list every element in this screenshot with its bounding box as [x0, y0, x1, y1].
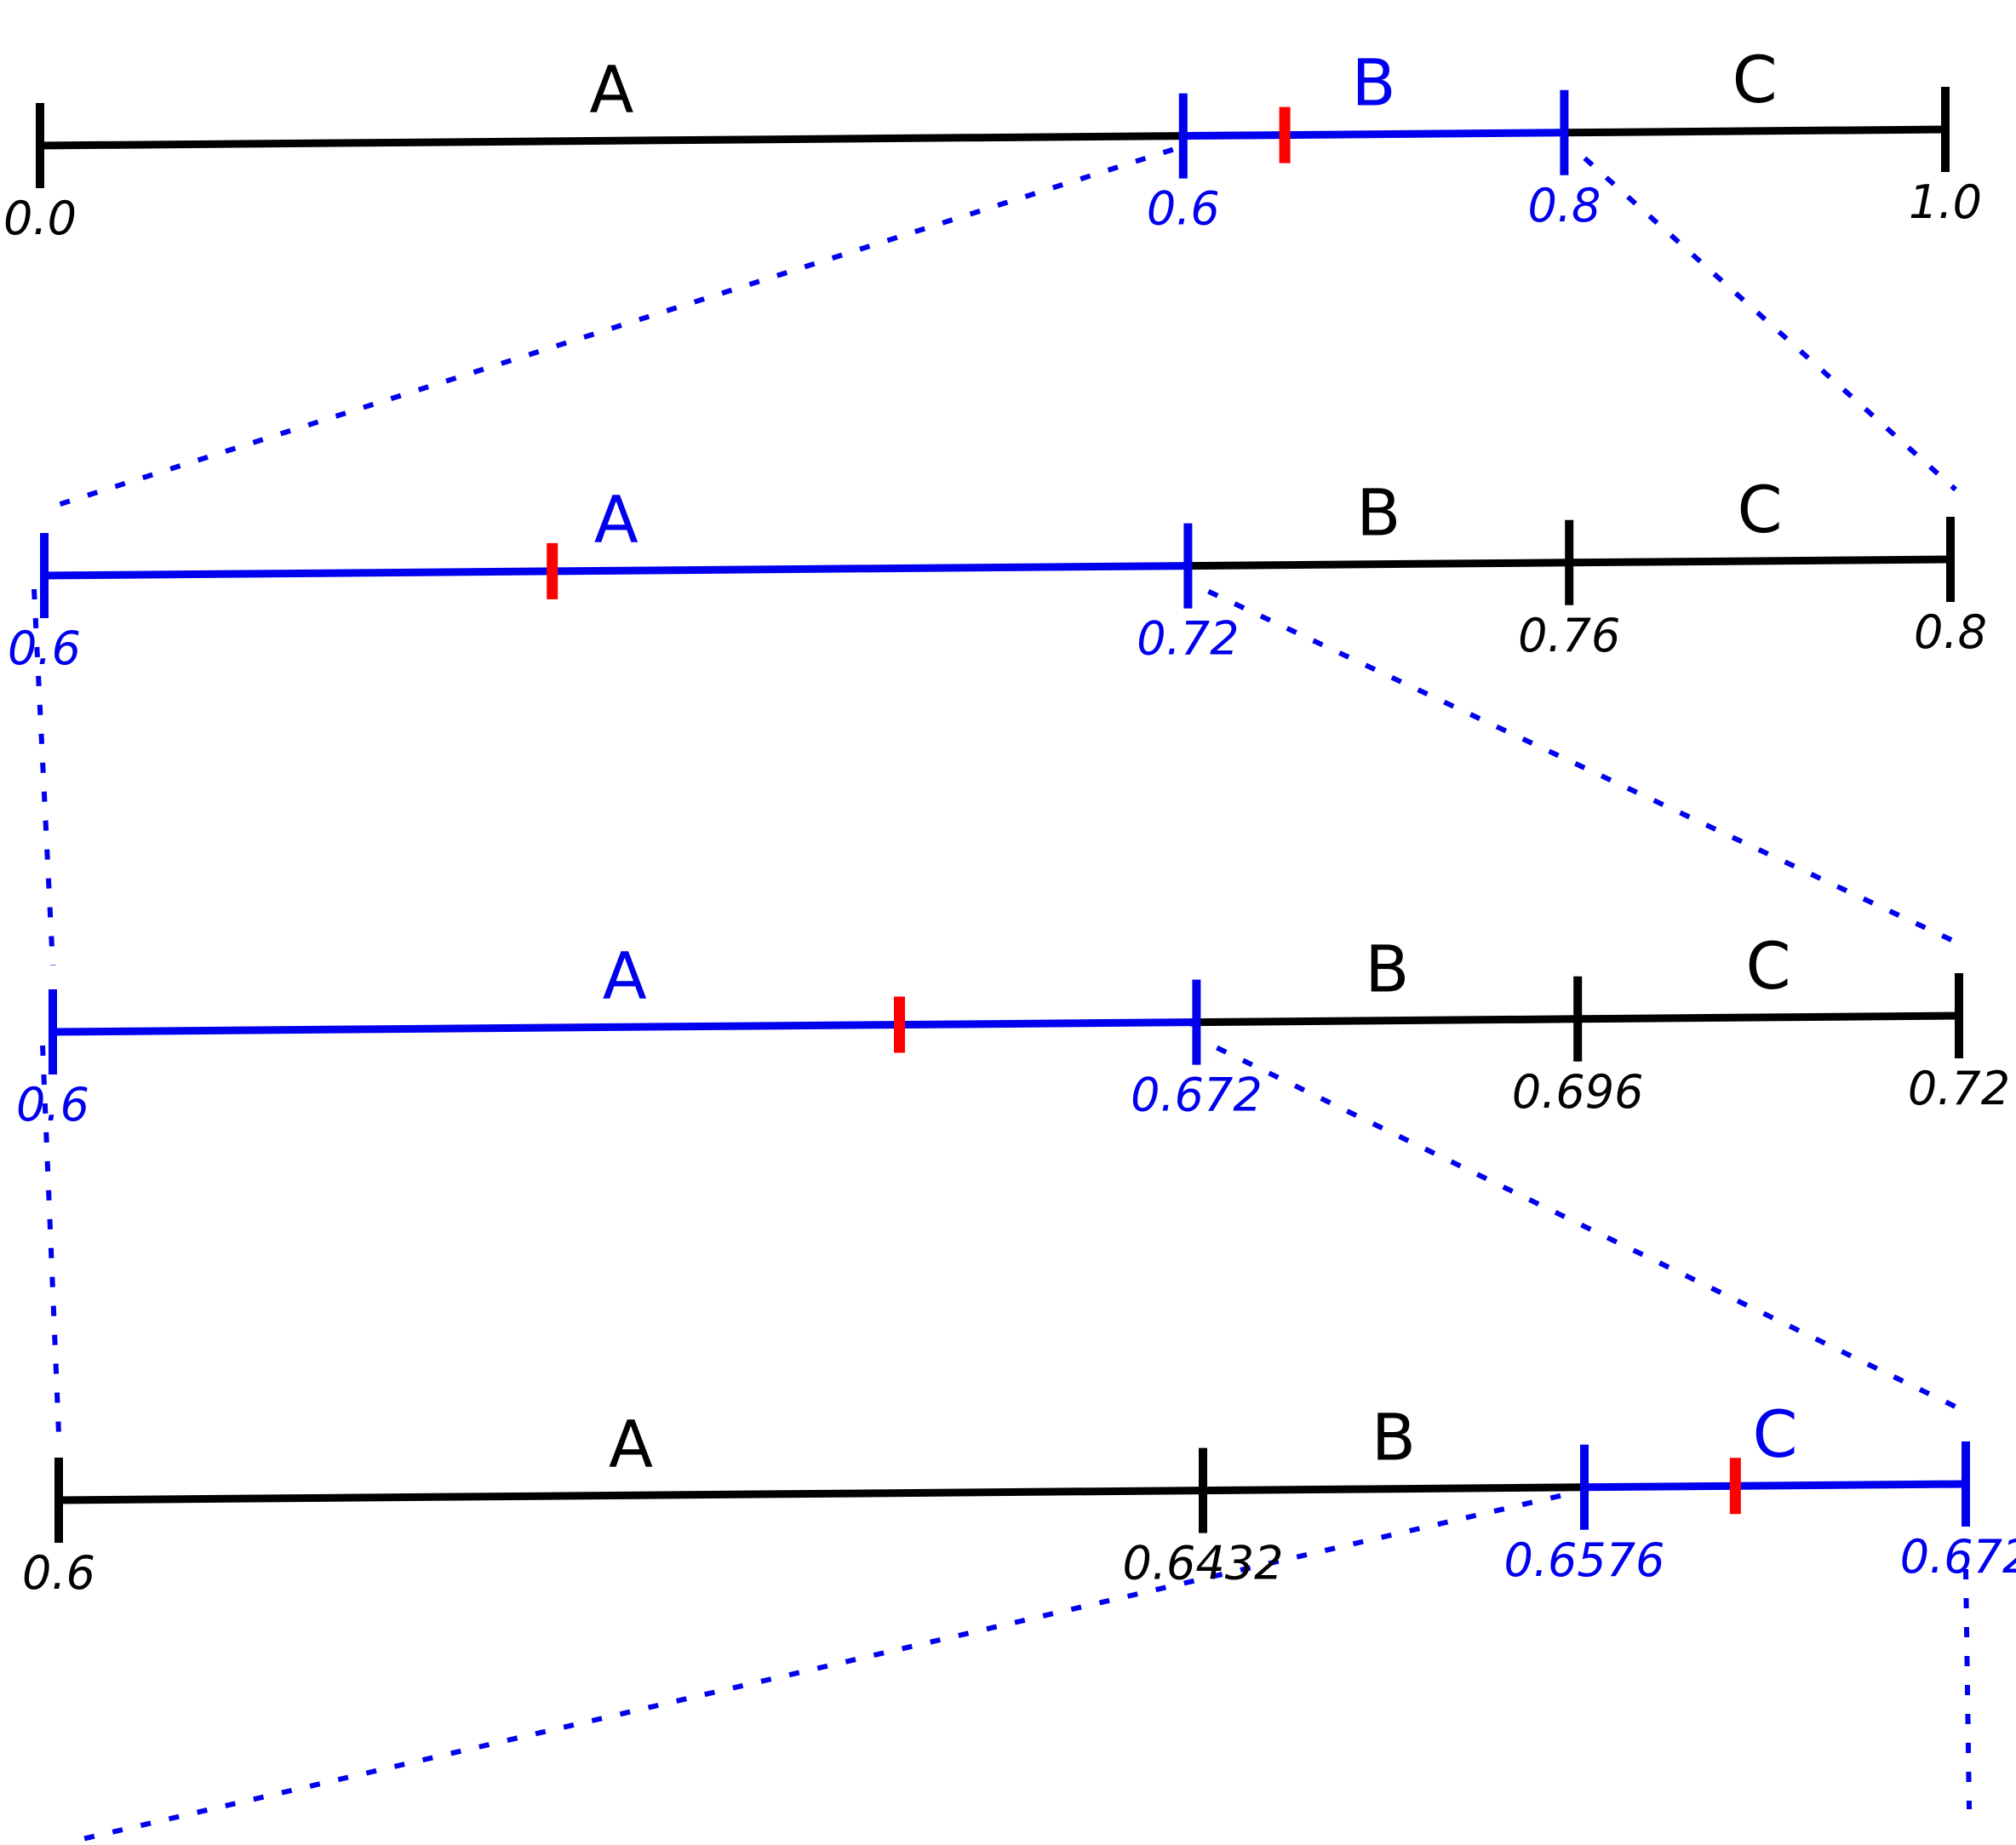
tick-label: 1.0	[1909, 175, 1982, 229]
segment-line-c	[1569, 555, 1951, 567]
segment-line-c	[1584, 1480, 1967, 1492]
zoom-connector-right	[1216, 1045, 1973, 1417]
level-1: A B C 0.0 0.6 0.8 1.0	[3, 42, 1982, 245]
tick-label: 0.6	[1147, 182, 1220, 236]
segment-label-c: C	[1738, 472, 1783, 547]
zoom-connector-left	[32, 588, 55, 966]
segment-line-a	[39, 132, 1183, 150]
zoom-connector-right	[1963, 1568, 1972, 1810]
segment-line-b	[1196, 1015, 1578, 1027]
zoom-connector-right	[1207, 588, 1966, 948]
tick-label: 0.72	[1908, 1062, 2010, 1115]
segment-label-a: A	[609, 1406, 653, 1481]
segment-label-a: A	[589, 51, 633, 127]
zoom-connector-left	[40, 1045, 61, 1435]
zoom-connector-left	[74, 1493, 1561, 1843]
zoom-connector-right	[1583, 156, 1957, 492]
tick-label: 0.6576	[1504, 1533, 1665, 1587]
tick-label: 0.0	[3, 192, 77, 245]
segment-label-b: B	[1356, 475, 1400, 551]
segment-label-c: C	[1752, 1396, 1797, 1472]
segment-line-a	[58, 1487, 1204, 1504]
segment-label-c: C	[1746, 928, 1791, 1004]
segment-label-b: B	[1365, 931, 1409, 1007]
segment-line-c	[1564, 125, 1946, 137]
segment-label-a: A	[594, 481, 639, 557]
segment-label-a: A	[603, 937, 647, 1013]
segment-line-b	[1183, 129, 1565, 140]
level-2: A B C 0.6 0.72 0.76 0.8	[8, 472, 1987, 675]
segment-line-a	[52, 1018, 1197, 1036]
tick-label: 0.672	[1900, 1530, 2016, 1584]
level-3: A B C 0.6 0.672 0.696 0.72	[16, 928, 2010, 1132]
tick-label: 0.6432	[1123, 1537, 1284, 1590]
tick-label: 0.76	[1518, 609, 1620, 662]
level-4: A B C 0.6 0.6432 0.6576 0.672	[22, 1396, 2016, 1600]
segment-label-b: B	[1372, 1400, 1416, 1475]
tick-label: 0.6	[16, 1078, 89, 1132]
segment-label-b: B	[1352, 45, 1396, 121]
tick-label: 0.8	[1914, 605, 1987, 659]
segment-line-c	[1578, 1011, 1960, 1023]
tick-label: 0.8	[1527, 179, 1601, 232]
tick-label: 0.72	[1137, 612, 1239, 666]
tick-label: 0.672	[1131, 1069, 1263, 1122]
zoom-connectors	[32, 146, 1973, 1843]
tick-label: 0.6	[8, 622, 81, 675]
tick-label: 0.6	[22, 1546, 95, 1600]
segment-line-b	[1188, 559, 1570, 570]
tick-label: 0.696	[1512, 1065, 1644, 1119]
segment-line-a	[43, 562, 1188, 580]
segment-line-b	[1202, 1483, 1585, 1495]
zoom-connector-left	[43, 146, 1174, 512]
segment-label-c: C	[1732, 42, 1778, 117]
